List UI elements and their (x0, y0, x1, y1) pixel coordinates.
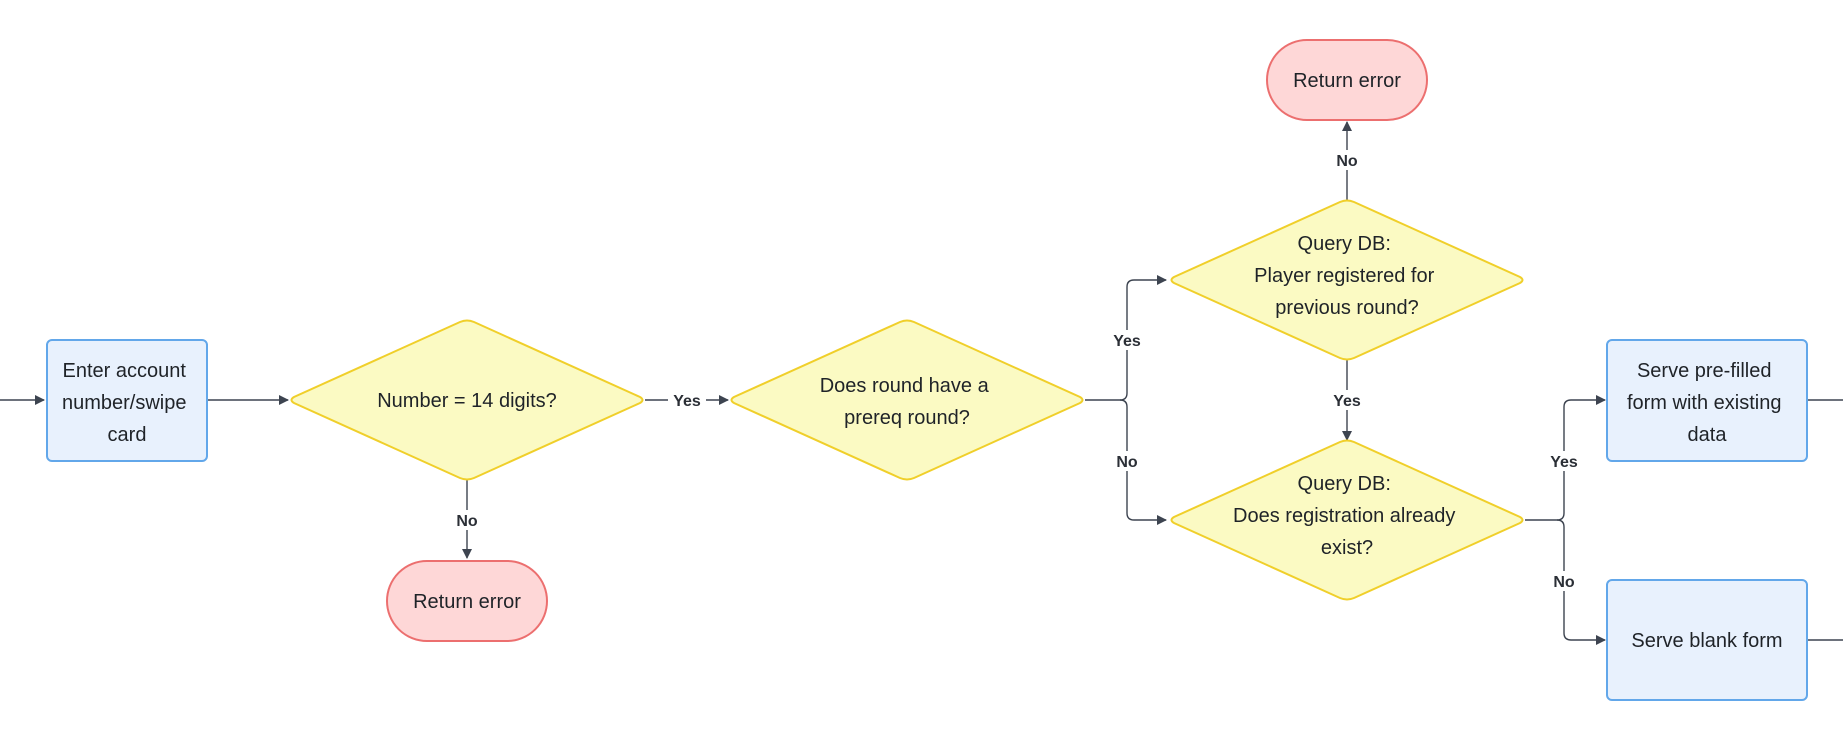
label-digits-yes-text: Yes (673, 393, 701, 410)
node-serve-prefilled-line: form with existing (1627, 392, 1782, 414)
node-query-existing-line: Query DB: (1298, 473, 1391, 495)
node-enter-account-label: Enter account number/swipe card (62, 360, 192, 446)
edge-labels: Yes No Yes No No Yes Yes No (452, 150, 1584, 591)
node-error-previous-label: Return error (1293, 70, 1401, 92)
label-prereq-no: No (1112, 451, 1142, 471)
node-serve-prefilled-label: Serve pre-filled form with existing data (1627, 360, 1787, 446)
node-enter-account[interactable]: Enter account number/swipe card (46, 339, 208, 462)
nodes: Enter account number/swipe card Number =… (46, 39, 1808, 701)
node-error-previous-line: Return error (1293, 70, 1401, 92)
node-query-previous-line: previous round? (1275, 297, 1418, 319)
node-serve-blank-line: Serve blank form (1631, 630, 1782, 652)
edge-prereq-no (1119, 399, 1167, 525)
node-error-digits-line: Return error (413, 591, 521, 613)
node-prereq-round-line: Does round have a (820, 375, 990, 397)
node-query-existing-line: Does registration already (1233, 505, 1455, 527)
node-serve-blank-label: Serve blank form (1631, 630, 1782, 652)
label-existing-no-text: No (1553, 574, 1575, 591)
node-query-existing-label: Query DB: Does registration already exis… (1233, 473, 1461, 559)
label-existing-no: No (1549, 571, 1579, 591)
label-existing-yes-text: Yes (1550, 454, 1578, 471)
label-prereq-yes-text: Yes (1113, 333, 1141, 350)
node-query-previous-line: Player registered for (1254, 265, 1434, 287)
node-error-digits[interactable]: Return error (386, 560, 548, 642)
node-prereq-round-label: Does round have a prereq round? (820, 375, 995, 429)
node-query-existing[interactable]: Query DB: Does registration already exis… (1170, 439, 1524, 601)
label-digits-no-text: No (456, 513, 478, 530)
node-query-previous-line: Query DB: (1298, 233, 1391, 255)
node-error-digits-label: Return error (413, 591, 521, 613)
label-prereq-no-text: No (1116, 454, 1138, 471)
label-previous-no: No (1332, 150, 1362, 170)
node-prereq-round[interactable]: Does round have a prereq round? (730, 319, 1084, 481)
node-serve-prefilled-line: data (1688, 424, 1728, 446)
node-prereq-round-line: prereq round? (844, 407, 970, 429)
node-query-previous-label: Query DB: Player registered for previous… (1254, 233, 1440, 319)
label-digits-no: No (452, 510, 482, 530)
label-existing-yes: Yes (1544, 451, 1584, 471)
label-previous-no-text: No (1336, 153, 1358, 170)
node-enter-account-line: number/swipe (62, 392, 187, 414)
label-previous-yes: Yes (1327, 390, 1367, 410)
label-previous-yes-text: Yes (1333, 393, 1361, 410)
node-check-digits-line: Number = 14 digits? (377, 390, 557, 412)
node-check-digits-label: Number = 14 digits? (377, 390, 557, 412)
label-prereq-yes: Yes (1107, 330, 1147, 350)
label-digits-yes: Yes (668, 390, 706, 410)
node-check-digits[interactable]: Number = 14 digits? (290, 319, 644, 481)
node-error-previous[interactable]: Return error (1266, 39, 1428, 121)
edge-existing-no (1556, 519, 1606, 645)
node-enter-account-line: Enter account (63, 360, 187, 382)
node-query-previous[interactable]: Query DB: Player registered for previous… (1170, 199, 1524, 361)
node-query-existing-line: exist? (1321, 537, 1373, 559)
node-serve-prefilled[interactable]: Serve pre-filled form with existing data (1606, 339, 1808, 462)
node-serve-prefilled-line: Serve pre-filled (1637, 360, 1772, 382)
node-enter-account-line: card (108, 424, 147, 446)
node-serve-blank[interactable]: Serve blank form (1606, 579, 1808, 701)
